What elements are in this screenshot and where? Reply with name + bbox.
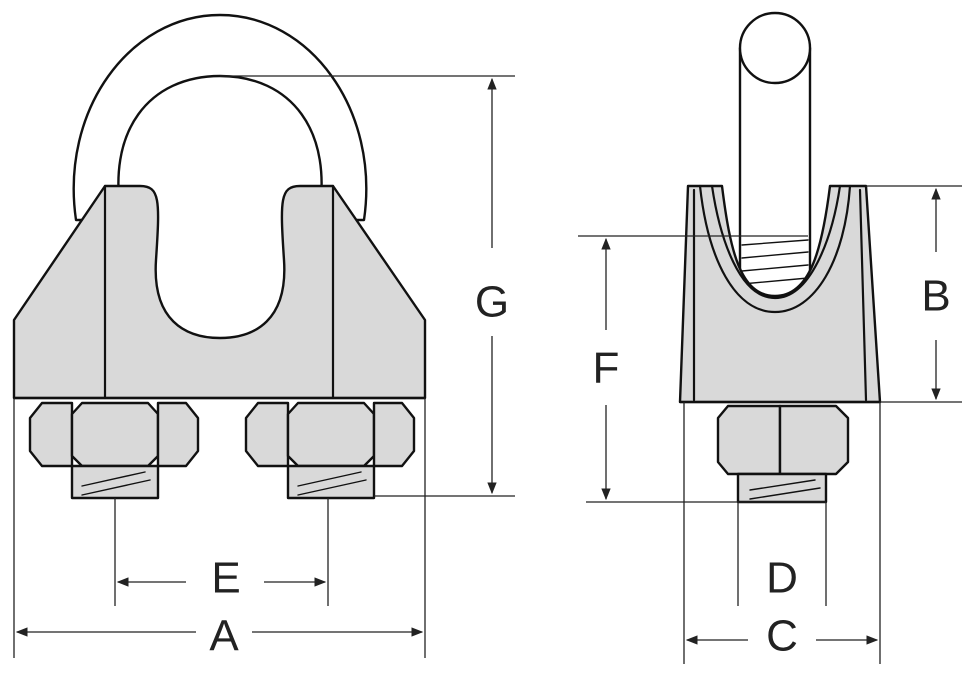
extension-lines bbox=[13, 75, 962, 664]
saddle-side-edge-right bbox=[858, 188, 868, 402]
dimension-f: F bbox=[593, 237, 620, 501]
label-f: F bbox=[593, 344, 620, 393]
saddle-side-inner-2 bbox=[710, 184, 842, 300]
nut-front-right bbox=[244, 401, 416, 500]
label-c: C bbox=[766, 612, 798, 661]
front-view bbox=[12, 13, 427, 500]
bolt-threads-side bbox=[741, 239, 809, 285]
saddle-side-inner bbox=[698, 184, 852, 314]
saddle-side bbox=[678, 184, 882, 404]
nut-side bbox=[716, 404, 850, 504]
label-a: A bbox=[209, 612, 239, 661]
nut-front-left bbox=[28, 401, 200, 500]
dimension-a: A bbox=[15, 612, 424, 661]
dimension-d: D bbox=[766, 554, 798, 603]
label-b: B bbox=[921, 272, 950, 321]
u-bolt-side-top bbox=[738, 11, 812, 85]
side-view bbox=[678, 11, 882, 504]
label-e: E bbox=[211, 554, 240, 603]
dimension-c: C bbox=[685, 612, 879, 661]
label-g: G bbox=[475, 278, 509, 327]
dimension-e: E bbox=[116, 554, 327, 603]
label-d: D bbox=[766, 554, 798, 603]
u-bolt-front bbox=[72, 13, 368, 222]
dimension-b: B bbox=[921, 187, 951, 401]
u-bolt-side-shank bbox=[738, 46, 812, 300]
dimension-g: G bbox=[475, 77, 509, 495]
saddle-front bbox=[12, 184, 427, 400]
